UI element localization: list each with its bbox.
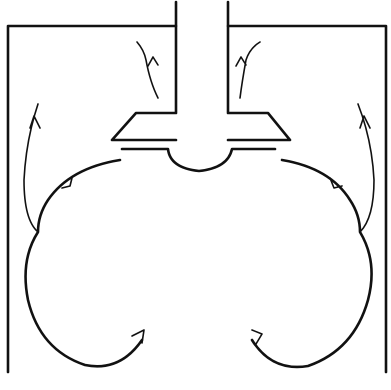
bottom-dome [122,149,275,171]
pipe-right-wall [228,2,290,140]
right-upper-side-line [358,104,374,232]
right-upflow-line [240,42,260,98]
left-circulation-loop [24,104,144,366]
enclosure-top-right [228,26,386,372]
right-circulation-loop [252,104,374,367]
left-bottom-arrowhead [132,330,144,343]
left-loop-path [26,160,142,366]
central-pipe [112,2,290,140]
upward-flow-arrows [137,42,260,98]
left-upflow-arrowhead [148,57,158,66]
pipe-left-wall [112,2,176,140]
left-upflow-line [137,42,158,98]
enclosure-outline [8,26,386,372]
right-loop-path [252,160,372,367]
